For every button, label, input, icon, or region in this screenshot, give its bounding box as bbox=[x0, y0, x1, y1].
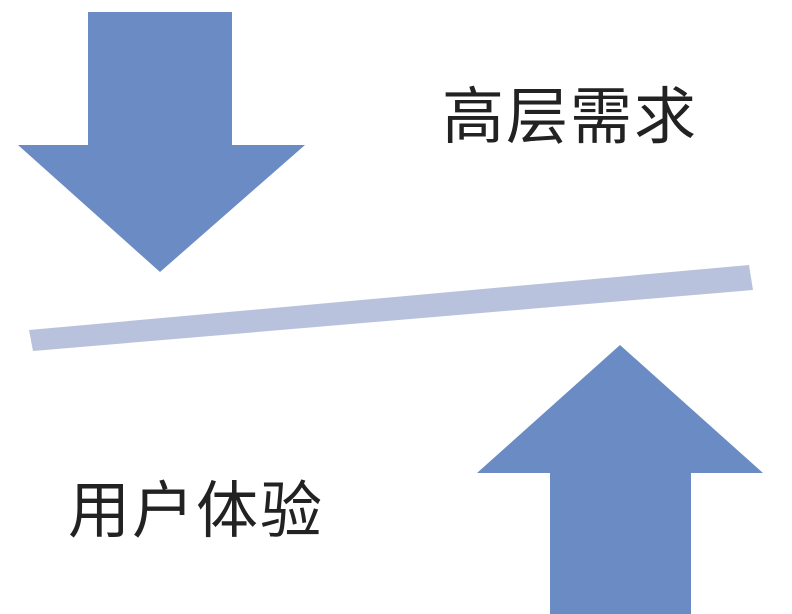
up-arrow bbox=[477, 345, 763, 614]
high-level-needs-label: 高层需求 bbox=[442, 80, 699, 153]
down-arrow bbox=[18, 12, 305, 272]
divider-bar bbox=[29, 265, 753, 351]
user-experience-label: 用户体验 bbox=[68, 474, 325, 547]
